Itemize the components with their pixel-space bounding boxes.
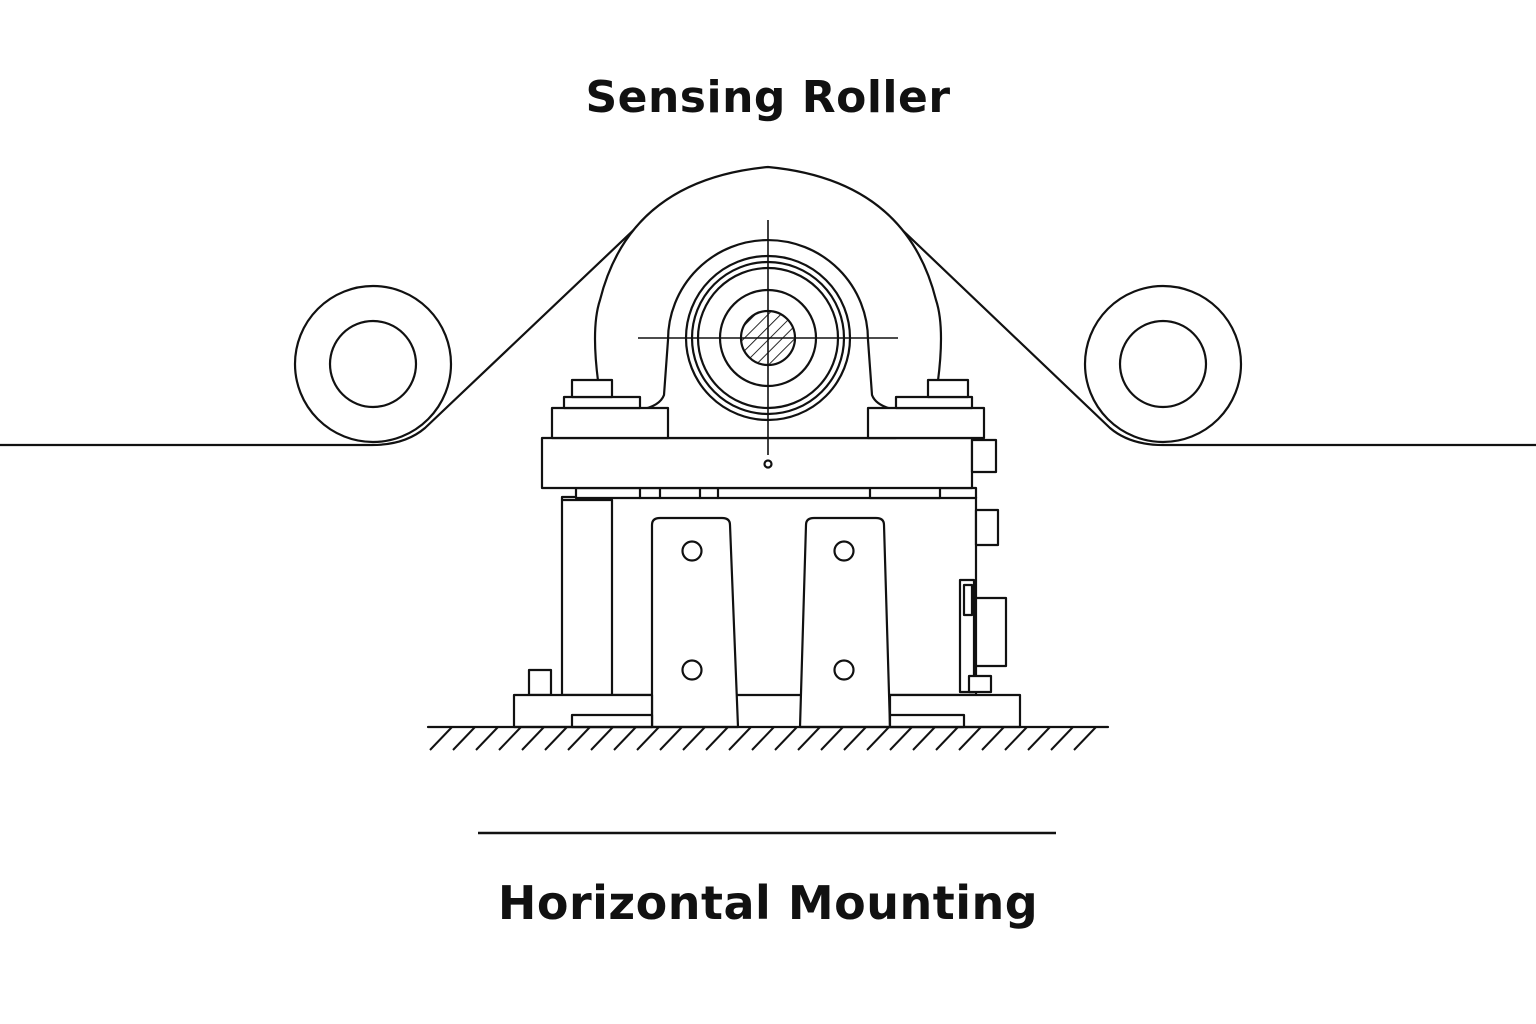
ground-hatch-tick	[843, 726, 867, 751]
ground-hatch-tick	[705, 726, 729, 751]
diagram-caption: Horizontal Mounting	[497, 876, 1039, 930]
ground-hatch-tick	[820, 726, 844, 751]
ground-hatch-tick	[452, 726, 476, 751]
ground-hatch-tick	[889, 726, 913, 751]
bolt-hole-icon	[681, 659, 703, 681]
center-mark-icon	[763, 459, 773, 469]
center-lines	[638, 220, 898, 455]
bolt-hole-icon	[833, 659, 855, 681]
ground-hatch-tick	[567, 726, 591, 751]
ground-hatch-tick	[475, 726, 499, 751]
mounting-plate	[540, 436, 998, 490]
ground-hatch-tick	[636, 726, 660, 751]
left-idler-roller	[293, 284, 453, 444]
ground-hatch-tick	[958, 726, 982, 751]
ground-hatch-tick	[1073, 726, 1097, 751]
ground-hatch-tick	[728, 726, 752, 751]
bolt-hole-icon	[681, 540, 703, 562]
ground-hatching	[426, 725, 1110, 751]
bolt-hole-icon	[833, 540, 855, 562]
ground-hatch-tick	[1050, 726, 1074, 751]
ground-hatch-tick	[774, 726, 798, 751]
left-mounting-bracket	[650, 516, 740, 729]
ground-hatch-tick	[521, 726, 545, 751]
right-mounting-bracket	[798, 516, 892, 729]
web-line	[0, 222, 1536, 447]
load-cell-base	[527, 495, 1008, 697]
ground-hatch-tick	[544, 726, 568, 751]
ground-hatch-tick	[659, 726, 683, 751]
ground-hatch-tick	[981, 726, 1005, 751]
base-footing	[512, 693, 1022, 729]
ground-hatch-tick	[1027, 726, 1051, 751]
ground-hatch-tick	[498, 726, 522, 751]
ground-hatch-tick	[613, 726, 637, 751]
ground-hatch-tick	[912, 726, 936, 751]
ground-hatch-tick	[1004, 726, 1028, 751]
diagram-title: Sensing Roller	[585, 72, 951, 123]
ground-hatch-tick	[751, 726, 775, 751]
right-idler-roller	[1083, 284, 1243, 444]
ground-hatch-tick	[866, 726, 890, 751]
ground-hatch-tick	[682, 726, 706, 751]
ground-hatch-tick	[429, 726, 453, 751]
ground-hatch-tick	[590, 726, 614, 751]
ground-hatch-tick	[935, 726, 959, 751]
ground-hatch-tick	[797, 726, 821, 751]
